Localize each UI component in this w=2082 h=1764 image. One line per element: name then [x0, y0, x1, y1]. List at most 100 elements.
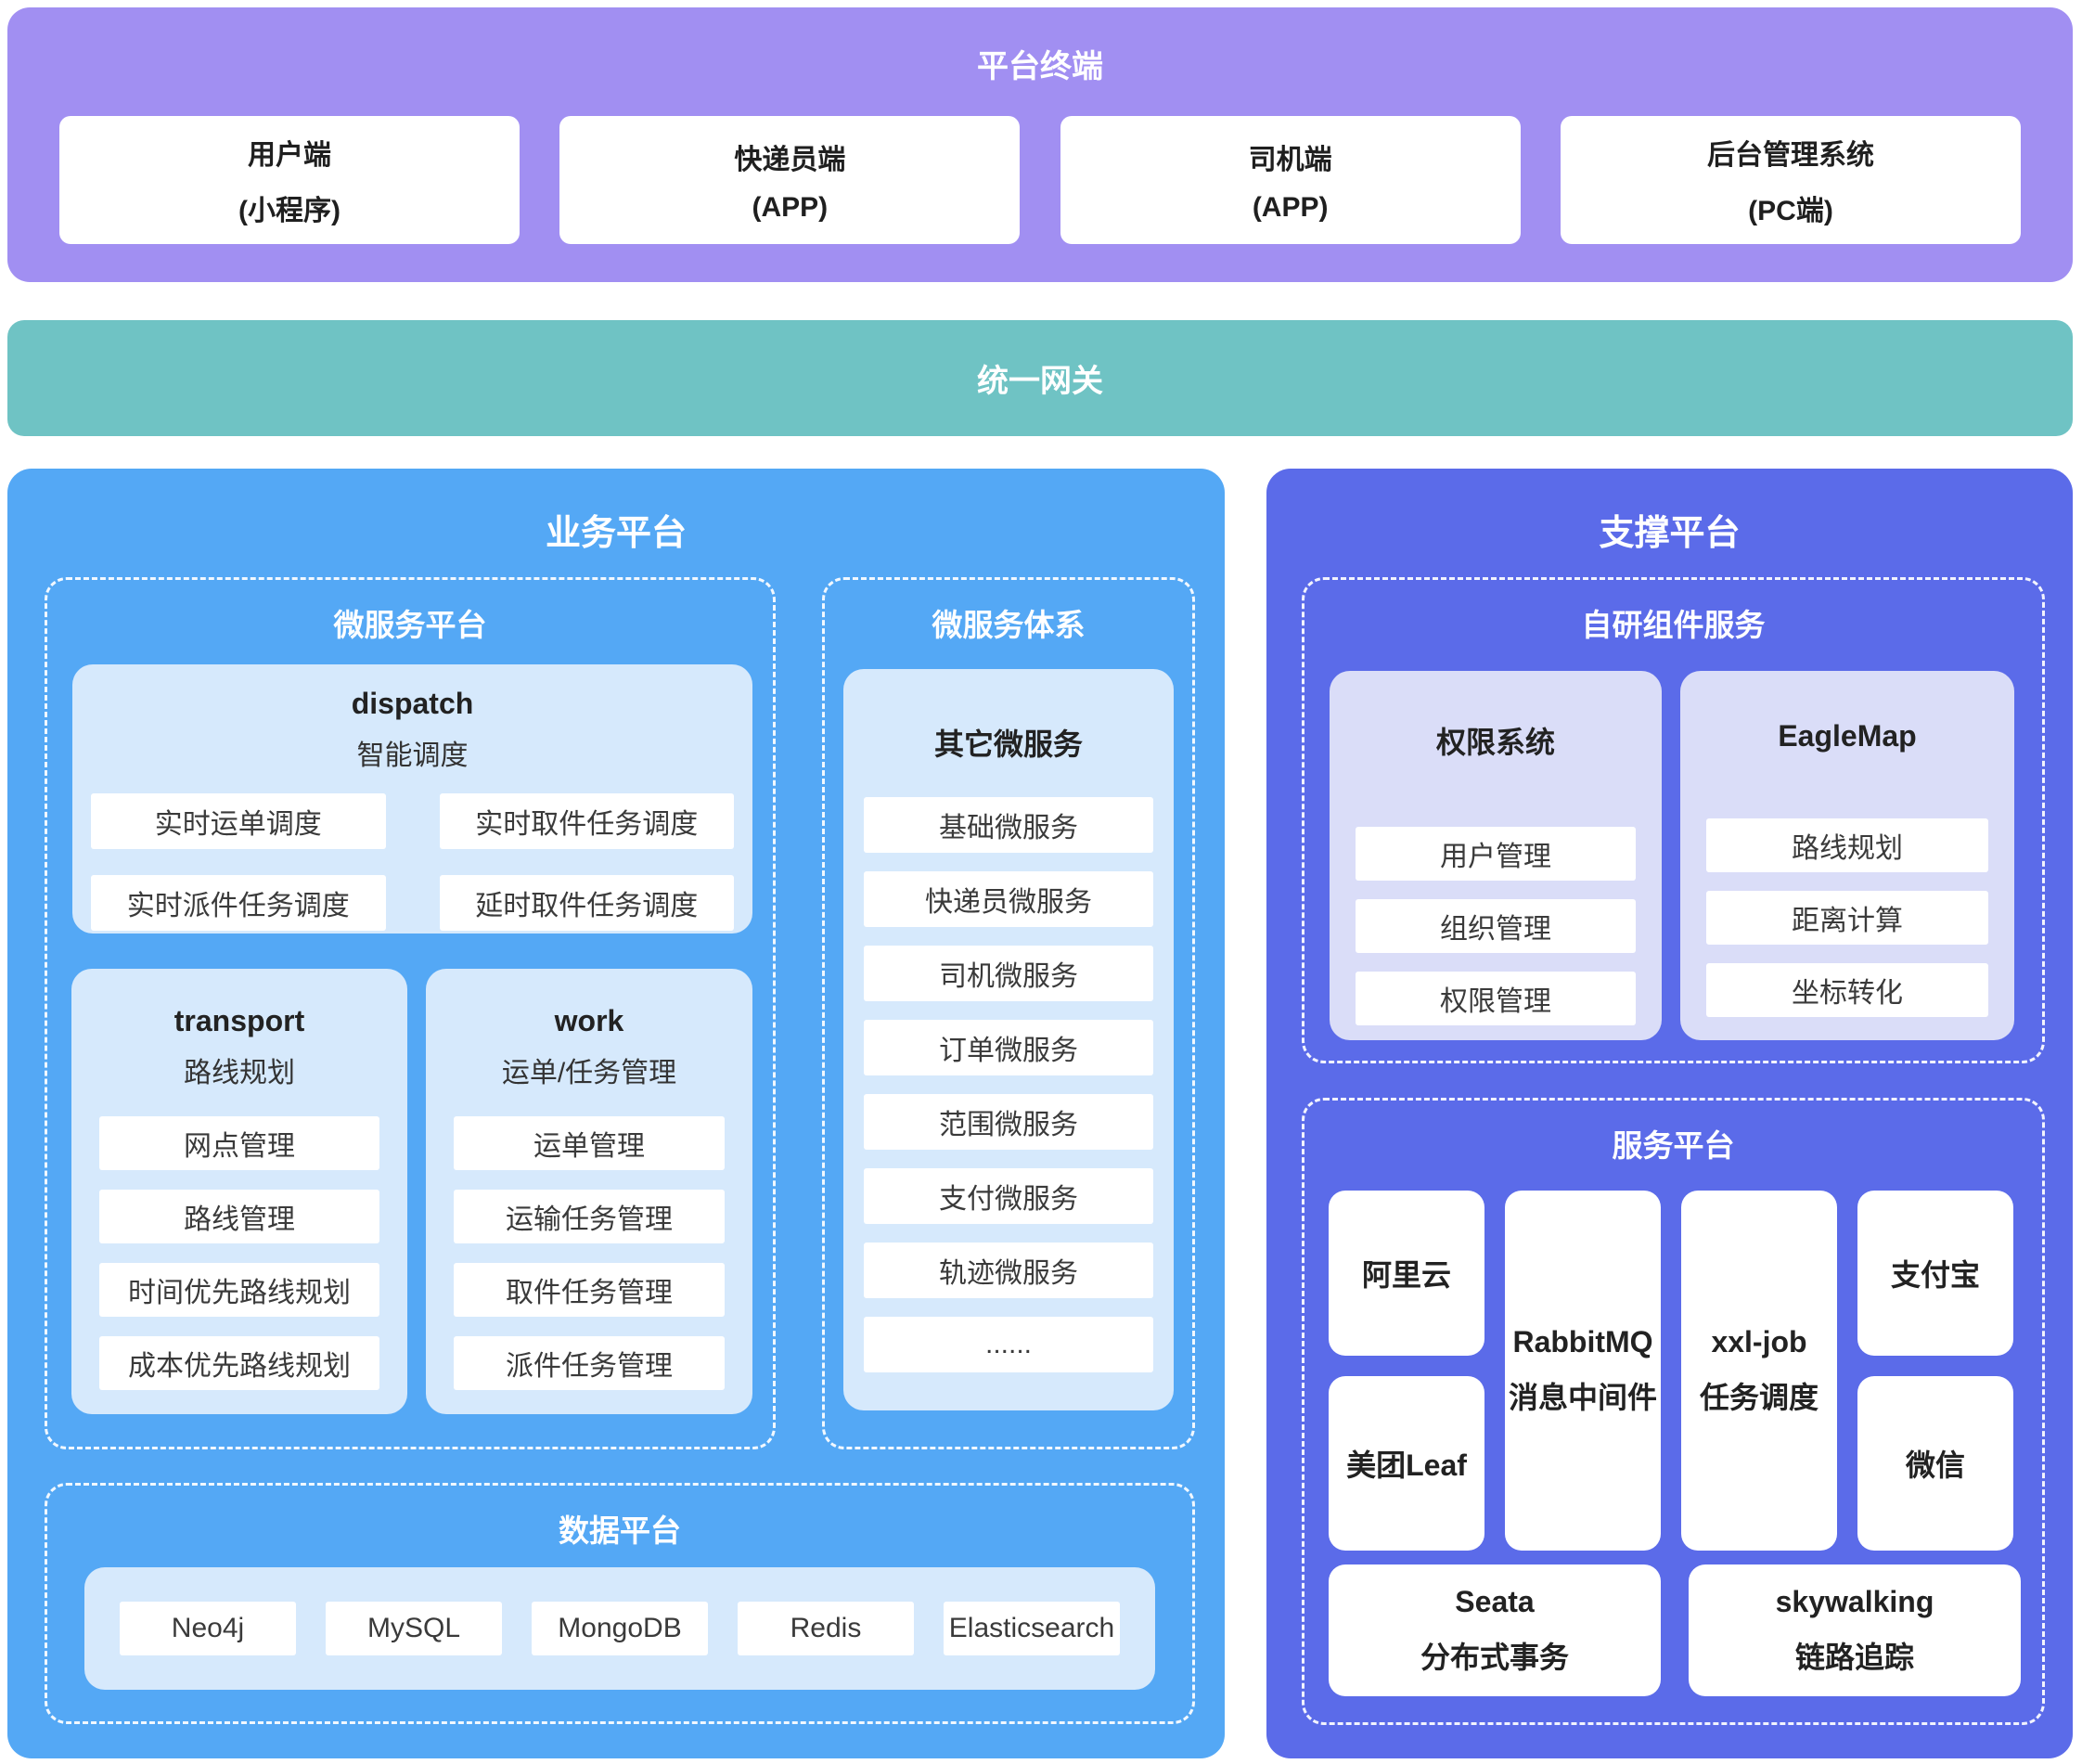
wechat-card: 微信 — [1857, 1376, 2013, 1551]
chip: 取件任务管理 — [454, 1263, 725, 1317]
business-panel-title: 业务平台 — [545, 514, 687, 553]
data-platform-title: 数据平台 — [559, 1513, 681, 1548]
other-microservices-title: 其它微服务 — [933, 727, 1083, 761]
rabbitmq-line1: RabbitMQ — [1512, 1324, 1653, 1358]
terminal-sublabel: (APP) — [1252, 192, 1329, 223]
terminal-band-title: 平台终端 — [977, 49, 1103, 84]
permission-system-title: 权限系统 — [1435, 726, 1555, 759]
chip: 订单微服务 — [864, 1020, 1153, 1075]
self-developed-components-box: 自研组件服务 权限系统 用户管理 组织管理 权限管理 EagleMap 路线规划… — [1302, 577, 2045, 1063]
meituan-leaf-label: 美团Leaf — [1346, 1449, 1467, 1482]
transport-card-subtitle: 路线规划 — [184, 1058, 295, 1088]
terminal-label: 快递员端 — [734, 145, 846, 175]
skywalking-line1: skywalking — [1775, 1584, 1934, 1618]
chip: 成本优先路线规划 — [99, 1336, 379, 1390]
transport-card: transport 路线规划 网点管理 路线管理 时间优先路线规划 成本优先路线… — [71, 969, 407, 1414]
data-platform-box: 数据平台 Neo4j MySQL MongoDB Redis Elasticse… — [45, 1483, 1195, 1724]
work-card: work 运单/任务管理 运单管理 运输任务管理 取件任务管理 派件任务管理 — [426, 969, 752, 1414]
work-card-title: work — [554, 1004, 624, 1037]
seata-card: Seata 分布式事务 — [1329, 1564, 1661, 1696]
support-panel: 支撑平台 自研组件服务 权限系统 用户管理 组织管理 权限管理 EagleMap… — [1266, 469, 2073, 1758]
chip: MongoDB — [532, 1602, 708, 1655]
rabbitmq-line2: 消息中间件 — [1508, 1380, 1657, 1414]
chip: Redis — [738, 1602, 914, 1655]
terminal-box-courier: 快递员端 (APP) — [559, 116, 1021, 244]
service-platform-title: 服务平台 — [1612, 1128, 1735, 1163]
self-developed-components-title: 自研组件服务 — [1581, 608, 1766, 642]
terminal-box-driver: 司机端 (APP) — [1060, 116, 1521, 244]
support-panel-title: 支撑平台 — [1599, 514, 1741, 553]
skywalking-card: skywalking 链路追踪 — [1689, 1564, 2021, 1696]
dispatch-card-subtitle: 智能调度 — [356, 740, 469, 771]
chip: 路线管理 — [99, 1190, 379, 1243]
xxl-job-line1: xxl-job — [1711, 1324, 1807, 1358]
chip: Neo4j — [120, 1602, 296, 1655]
dispatch-chip-grid: 实时运单调度 实时取件任务调度 实时派件任务调度 延时取件任务调度 — [91, 793, 734, 931]
chip: 实时取件任务调度 — [439, 793, 734, 849]
service-platform-box: 服务平台 阿里云 RabbitMQ 消息中间件 xxl-job 任务调度 支付宝… — [1302, 1098, 2045, 1725]
aliyun-label: 阿里云 — [1361, 1258, 1451, 1292]
meituan-leaf-card: 美团Leaf — [1329, 1376, 1484, 1551]
terminal-label: 用户端 — [248, 140, 331, 171]
business-panel: 业务平台 微服务平台 dispatch 智能调度 实时运单调度 实时取件任务调度… — [7, 469, 1225, 1758]
microservice-system-title: 微服务体系 — [932, 608, 1086, 642]
chip: 时间优先路线规划 — [99, 1263, 379, 1317]
microservice-platform-title: 微服务平台 — [333, 608, 487, 642]
chip: 司机微服务 — [864, 946, 1153, 1001]
terminal-sublabel: (PC端) — [1748, 196, 1833, 226]
chip: 路线规划 — [1706, 818, 1988, 872]
chip: 坐标转化 — [1706, 963, 1988, 1017]
chip: 权限管理 — [1356, 972, 1636, 1025]
xxl-job-card: xxl-job 任务调度 — [1681, 1191, 1837, 1551]
eaglemap-card: EagleMap 路线规划 距离计算 坐标转化 — [1680, 671, 2014, 1040]
aliyun-card: 阿里云 — [1329, 1191, 1484, 1356]
chip: 组织管理 — [1356, 899, 1636, 953]
terminal-band: 平台终端 用户端 (小程序) 快递员端 (APP) 司机端 (APP) 后台管理… — [7, 7, 2073, 282]
eaglemap-chip-list: 路线规划 距离计算 坐标转化 — [1706, 818, 1988, 1017]
transport-card-title: transport — [174, 1004, 305, 1037]
chip: 用户管理 — [1356, 827, 1636, 881]
seata-line1: Seata — [1455, 1584, 1535, 1618]
terminal-sublabel: (小程序) — [238, 196, 341, 226]
terminal-label: 司机端 — [1248, 145, 1332, 175]
alipay-card: 支付宝 — [1857, 1191, 2013, 1356]
chip: 范围微服务 — [864, 1094, 1153, 1150]
data-platform-chip-row: Neo4j MySQL MongoDB Redis Elasticsearch — [84, 1567, 1155, 1690]
xxl-job-line2: 任务调度 — [1699, 1380, 1819, 1414]
terminal-sublabel: (APP) — [752, 192, 829, 223]
seata-line2: 分布式事务 — [1420, 1640, 1569, 1674]
eaglemap-title: EagleMap — [1778, 719, 1917, 753]
data-platform-card: Neo4j MySQL MongoDB Redis Elasticsearch — [84, 1567, 1155, 1690]
chip: 基础微服务 — [864, 797, 1153, 853]
terminal-box-admin: 后台管理系统 (PC端) — [1560, 116, 2021, 244]
wechat-label: 微信 — [1905, 1449, 1965, 1482]
chip: 运单管理 — [454, 1116, 725, 1170]
work-card-subtitle: 运单/任务管理 — [501, 1058, 677, 1088]
other-microservices-chip-list: 基础微服务 快递员微服务 司机微服务 订单微服务 范围微服务 支付微服务 轨迹微… — [864, 797, 1153, 1372]
dispatch-card-title: dispatch — [351, 687, 474, 720]
transport-chip-list: 网点管理 路线管理 时间优先路线规划 成本优先路线规划 — [99, 1116, 379, 1390]
gateway-band: 统一网关 — [7, 320, 2073, 436]
chip: 实时派件任务调度 — [91, 875, 386, 931]
dispatch-card: dispatch 智能调度 实时运单调度 实时取件任务调度 实时派件任务调度 延… — [72, 664, 752, 934]
permission-system-card: 权限系统 用户管理 组织管理 权限管理 — [1330, 671, 1662, 1040]
chip: 实时运单调度 — [91, 793, 386, 849]
skywalking-line2: 链路追踪 — [1794, 1640, 1914, 1674]
microservice-system-box: 微服务体系 其它微服务 基础微服务 快递员微服务 司机微服务 订单微服务 范围微… — [822, 577, 1195, 1449]
chip: ...... — [864, 1317, 1153, 1372]
chip: 派件任务管理 — [454, 1336, 725, 1390]
chip: 运输任务管理 — [454, 1190, 725, 1243]
terminal-label: 后台管理系统 — [1706, 140, 1874, 171]
terminal-box-user: 用户端 (小程序) — [59, 116, 520, 244]
permission-chip-list: 用户管理 组织管理 权限管理 — [1356, 827, 1636, 1025]
chip: 快递员微服务 — [864, 871, 1153, 927]
chip: 距离计算 — [1706, 891, 1988, 945]
chip: 轨迹微服务 — [864, 1243, 1153, 1298]
alipay-label: 支付宝 — [1890, 1258, 1980, 1292]
terminal-row: 用户端 (小程序) 快递员端 (APP) 司机端 (APP) 后台管理系统 (P… — [59, 116, 2021, 244]
other-microservices-card: 其它微服务 基础微服务 快递员微服务 司机微服务 订单微服务 范围微服务 支付微… — [843, 669, 1174, 1410]
microservice-platform-box: 微服务平台 dispatch 智能调度 实时运单调度 实时取件任务调度 实时派件… — [45, 577, 776, 1449]
chip: MySQL — [326, 1602, 502, 1655]
chip: Elasticsearch — [944, 1602, 1120, 1655]
